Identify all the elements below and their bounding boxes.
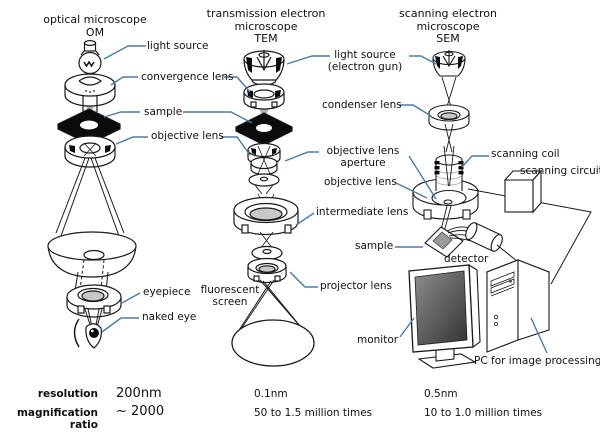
label-electron-gun-line2: (electron gun) [327, 60, 403, 73]
leader-objective-om [115, 136, 148, 145]
label-sample-sem: sample [355, 240, 394, 252]
om-eyepiece [66, 284, 122, 318]
sem-detector [465, 222, 503, 252]
om-eyepiece-tube [79, 259, 105, 290]
sem-condenser-lens [428, 104, 470, 131]
om-title-acronym: OM [85, 25, 105, 39]
om-title-name: optical microscope [43, 13, 147, 26]
sem-sample [424, 226, 464, 258]
tem-title-acronym: TEM [254, 32, 278, 45]
label-objective-lens-aperture: objective lens aperture [321, 145, 405, 169]
leader-aperture-tem [284, 151, 319, 162]
leader-light-source [103, 45, 146, 60]
label-monitor: monitor [357, 333, 399, 346]
sem-detector-cable [496, 244, 518, 262]
label-electron-gun: light source (electron gun) [323, 49, 407, 73]
label-scanning-coil: scanning coil [491, 148, 560, 160]
leader-lines [101, 45, 548, 354]
label-fluorescent-screen-line2: screen [212, 295, 248, 308]
label-objective-lens-aperture-line2: aperture [340, 156, 386, 169]
magnification-row-label: magnification ratio [16, 407, 98, 431]
label-projector-lens: projector lens [320, 280, 393, 292]
sem-monitor [408, 263, 481, 369]
om-field-lens [47, 231, 137, 278]
resolution-row-label: resolution [37, 388, 98, 400]
leader-scanning-coil [461, 155, 489, 168]
label-naked-eye: naked eye [142, 311, 197, 323]
sem-magnification-value: 10 to 1.0 million times [424, 407, 543, 419]
tem-electron-gun [243, 50, 285, 86]
leader-aperture-sem [408, 155, 437, 200]
leader-eyepiece [121, 292, 141, 304]
om-objective-lens [64, 135, 116, 168]
tem-intermediate-lens [233, 193, 299, 236]
tem-projector-disc [251, 231, 283, 261]
leader-sample-om [103, 111, 140, 118]
label-scanning-circuit: scanning circuit [520, 164, 600, 177]
leader-intermediate-tem [295, 212, 315, 226]
label-intermediate-lens: intermediate lens [316, 206, 409, 218]
leader-objective-tem [221, 136, 251, 156]
tem-objective-lens [247, 142, 281, 176]
label-electron-gun-line1: light source [334, 49, 396, 61]
om-light-source [78, 39, 102, 75]
label-eyepiece: eyepiece [143, 286, 191, 298]
leader-objective-sem [395, 182, 428, 199]
sem-title-name2: microscope [416, 19, 480, 33]
sem-title: scanning electron microscope SEM [378, 7, 518, 46]
label-fluorescent-screen: fluorescent screen [200, 284, 260, 308]
leader-pc [530, 317, 548, 354]
label-pc: PC for image processing [474, 354, 600, 367]
label-sample-om-tem: sample [144, 105, 183, 118]
label-fluorescent-screen-line1: fluorescent [200, 284, 260, 296]
tem-diagram [231, 50, 315, 367]
label-convergence-lens: convergence lens [141, 70, 234, 83]
tem-resolution-value: 0.1nm [254, 388, 288, 400]
leader-gun-sem [409, 55, 437, 65]
sem-electron-gun [432, 50, 466, 77]
sem-title-acronym: SEM [436, 32, 460, 45]
tem-projector-lens [247, 257, 287, 284]
om-naked-eye [73, 318, 102, 349]
om-resolution-value: 200nm [116, 386, 162, 401]
leader-monitor [399, 317, 415, 338]
tem-title: transmission electron microscope TEM [196, 7, 336, 46]
om-title: optical microscope OM [20, 13, 170, 39]
sem-beam-mid [444, 123, 454, 153]
label-light-source: light source [147, 40, 209, 52]
tem-title-name1: transmission electron [206, 7, 326, 20]
leader-projector-tem [289, 271, 318, 288]
sem-objective-bore [431, 189, 467, 207]
om-sample [57, 108, 121, 145]
label-objective-lens-om-tem: objective lens [151, 130, 224, 142]
tem-sample [235, 112, 293, 146]
leader-sample-tem [183, 111, 253, 124]
tem-title-name2: microscope [234, 19, 298, 33]
sem-pc-tower [485, 259, 551, 353]
leader-gun-tem [286, 55, 330, 65]
label-detector: detector [444, 252, 489, 265]
label-condenser-lens: condenser lens [322, 98, 402, 111]
sem-scanning-circuit-box [503, 169, 543, 214]
tem-aperture-disc [248, 173, 280, 195]
sem-scanning-coil [434, 145, 464, 192]
label-objective-lens-sem: objective lens [324, 176, 397, 188]
tem-convergence-lens [243, 83, 285, 110]
sem-title-name1: scanning electron [399, 7, 497, 20]
tem-magnification-value: 50 to 1.5 million times [254, 407, 373, 419]
om-diagram [47, 39, 137, 349]
om-magnification-value: ~ 2000 [116, 404, 165, 419]
leader-condenser-sem [399, 104, 432, 117]
sem-diagram [408, 50, 592, 369]
label-objective-lens-aperture-line1: objective lens [326, 145, 400, 157]
leader-convergence-tem [224, 76, 251, 93]
tem-fluorescent-screen [231, 319, 315, 367]
sem-resolution-value: 0.5nm [424, 388, 458, 400]
leader-naked-eye [101, 317, 139, 333]
leader-convergence-om [110, 76, 138, 86]
om-ray-cone [55, 157, 125, 237]
om-convergence-lens [64, 73, 116, 107]
